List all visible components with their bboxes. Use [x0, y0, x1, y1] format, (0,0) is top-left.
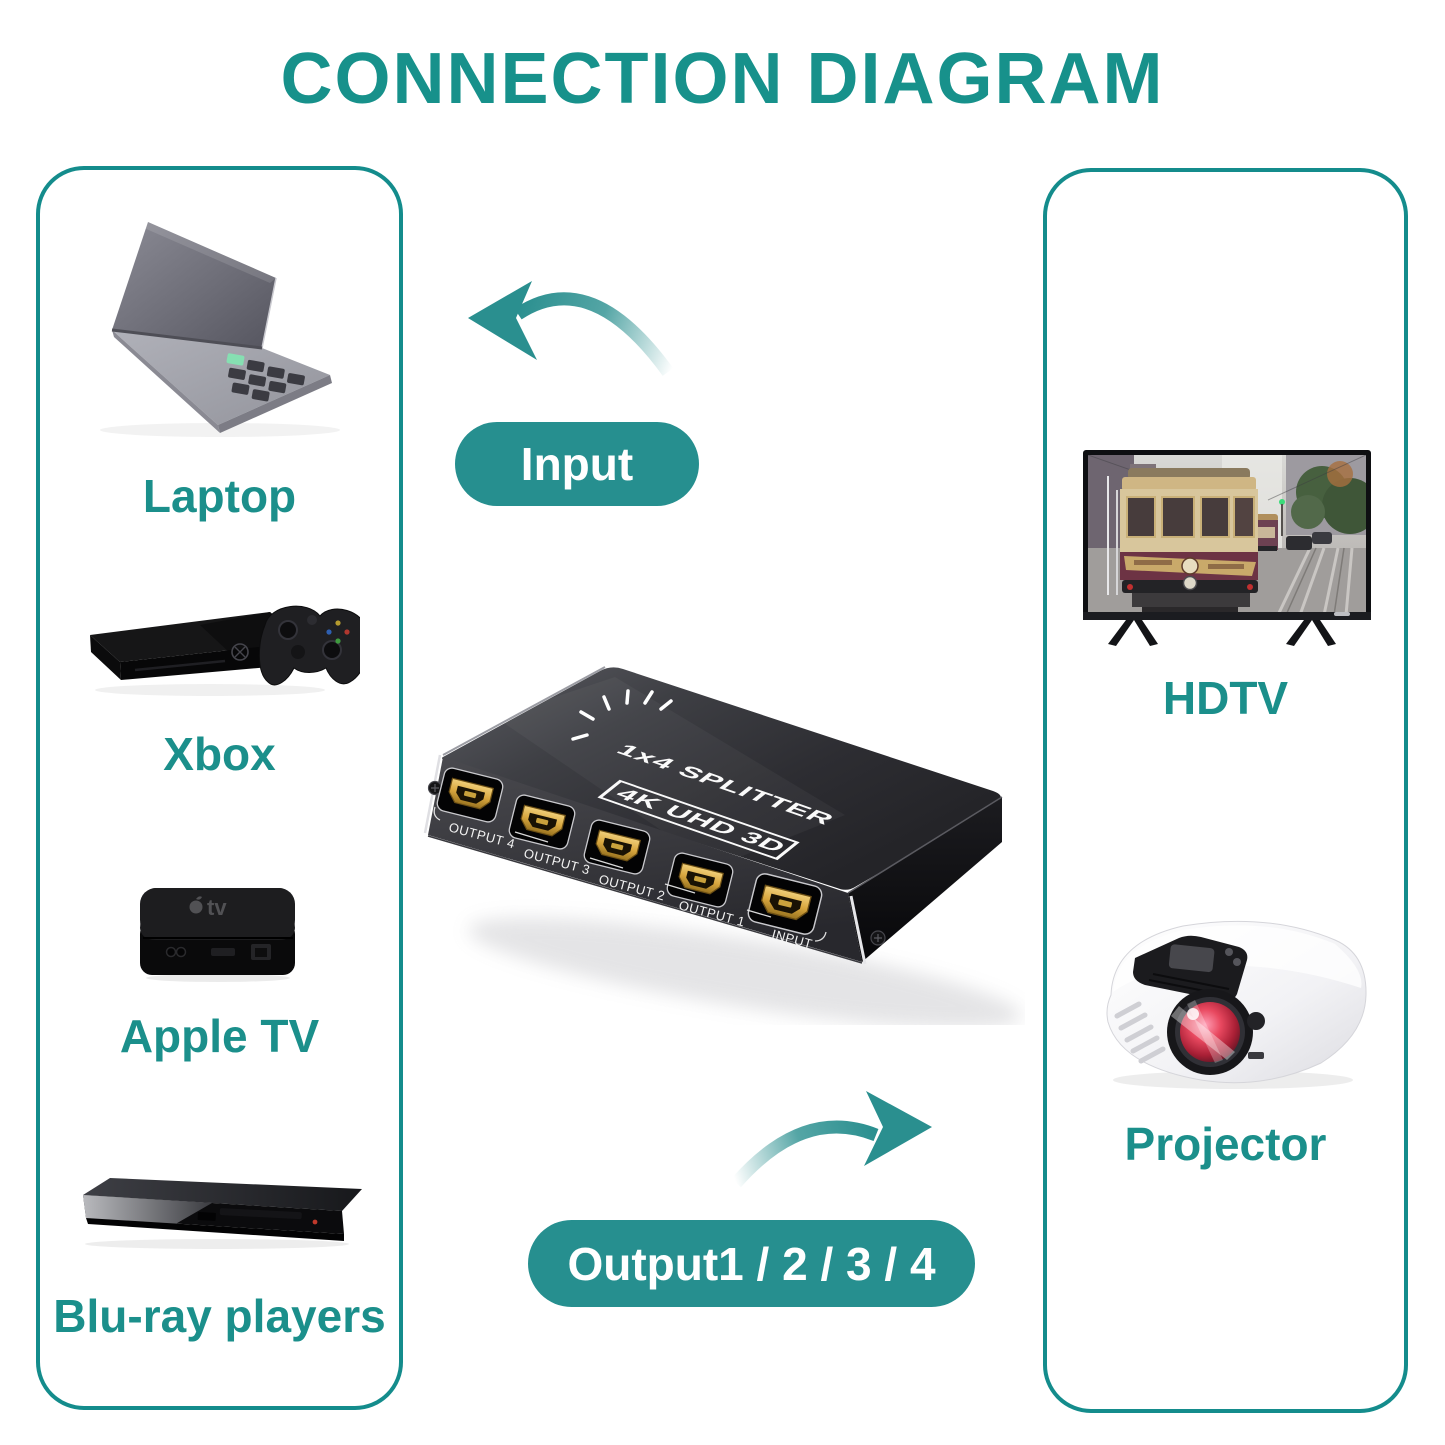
- output-pill: Output1 / 2 / 3 / 4: [528, 1220, 975, 1307]
- displays-panel: [1043, 168, 1408, 1413]
- page-title: CONNECTION DIAGRAM: [280, 39, 1165, 119]
- device-label-blu-ray: Blu-ray players: [53, 1290, 386, 1342]
- input-pill: Input: [455, 422, 699, 506]
- hdmi-port-output2: [583, 819, 651, 875]
- splitter-image: 1x4 SPLITTER 4K UHD 3D: [423, 666, 1022, 1025]
- output-pill-label: Output1 / 2 / 3 / 4: [567, 1237, 936, 1290]
- xbox-image: [90, 605, 360, 696]
- laptop-image: [100, 222, 340, 437]
- device-label-xbox: Xbox: [163, 728, 276, 780]
- hdmi-port-output1: [666, 852, 734, 908]
- apple-tv-image: tv: [140, 888, 295, 982]
- device-label-projector: Projector: [1124, 1118, 1327, 1170]
- input-arrow-icon: [468, 281, 674, 376]
- svg-text:tv: tv: [207, 895, 227, 920]
- projector-image: [1106, 920, 1367, 1089]
- sparkle-icon: [571, 689, 673, 741]
- hdmi-port-output4: [436, 767, 504, 823]
- device-label-apple-tv: Apple TV: [119, 1010, 320, 1062]
- hdtv-image: [1083, 450, 1371, 646]
- device-label-laptop: Laptop: [142, 470, 297, 522]
- input-pill-label: Input: [520, 438, 634, 490]
- blu-ray-player-image: [83, 1178, 362, 1249]
- hdmi-port-input: [747, 873, 823, 935]
- device-label-hdtv: HDTV: [1162, 672, 1289, 724]
- output-arrow-icon: [731, 1091, 932, 1188]
